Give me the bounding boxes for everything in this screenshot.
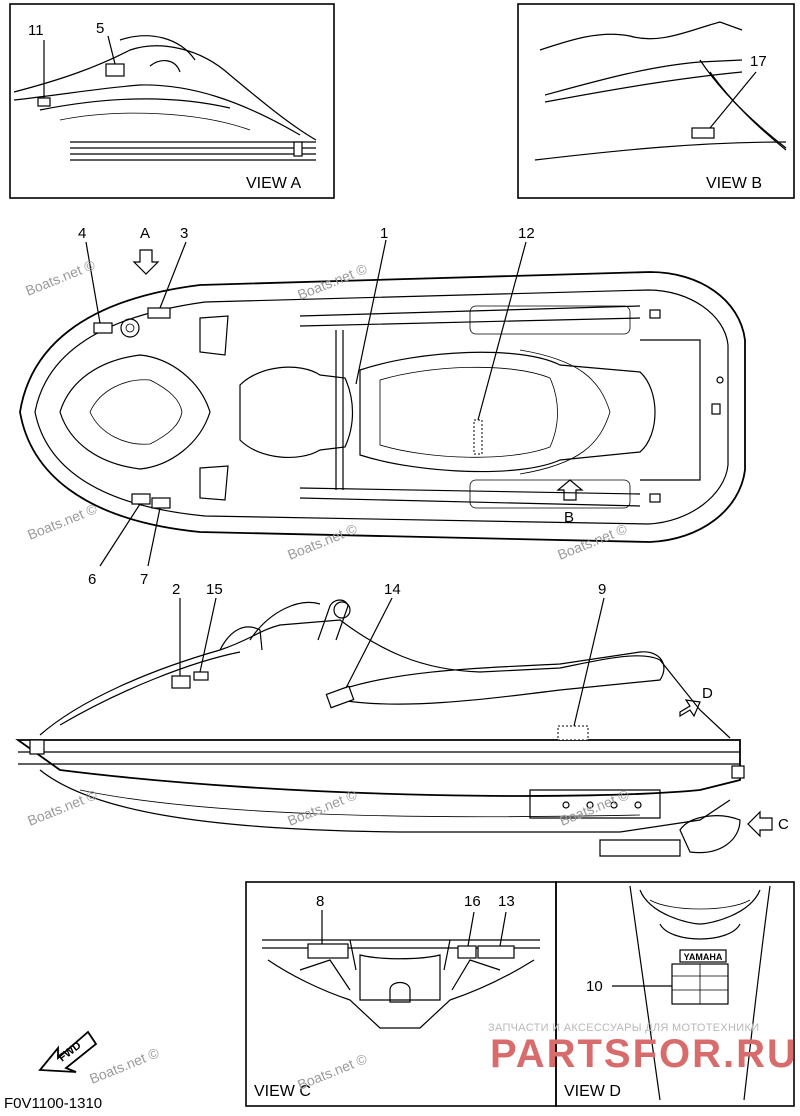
callout-12: 12 <box>518 225 535 242</box>
decal-11 <box>37 97 51 107</box>
callout-9: 9 <box>598 581 606 598</box>
view-c-label: VIEW C <box>254 1083 311 1100</box>
arrow-b-icon <box>556 479 584 501</box>
decal-15 <box>193 671 209 681</box>
callout-8: 8 <box>316 893 324 910</box>
part-code: F0V1100-1310 <box>4 1095 103 1112</box>
fwd-arrow: FWD Boats.net © Boats.net © <box>38 1030 370 1093</box>
arrow-c-icon <box>747 810 773 838</box>
brand-name: PARTSFOR.RU <box>490 1032 798 1076</box>
arrow-b-label: B <box>564 509 574 526</box>
callout-3: 3 <box>180 225 188 242</box>
decal-17 <box>691 127 715 139</box>
watermark: Boats.net © <box>87 1044 162 1087</box>
view-a-frame <box>9 3 335 199</box>
yamaha-text: YAMAHA <box>684 952 723 962</box>
decal-16 <box>457 945 477 959</box>
decal-3 <box>147 307 171 319</box>
watermark: Boats.net © <box>285 786 360 829</box>
watermark: Boats.net © <box>25 500 100 543</box>
decal-9 <box>557 725 589 741</box>
top-view: 4 3 1 12 6 7 A B Boats.net © Boats.net ©… <box>19 225 746 588</box>
yamaha-badge <box>679 949 727 963</box>
callout-5: 5 <box>96 20 104 37</box>
decal-7 <box>151 497 171 509</box>
decal-6 <box>131 493 151 505</box>
arrow-c-label: C <box>778 816 789 833</box>
watermark: Boats.net © <box>285 520 360 563</box>
arrow-d-icon <box>679 699 701 718</box>
watermark: Boats.net © <box>23 256 98 299</box>
decal-14 <box>325 685 355 709</box>
decal-13 <box>477 945 515 959</box>
callout-4: 4 <box>78 225 86 242</box>
callout-17: 17 <box>750 53 767 70</box>
view-a-panel: 11 5 VIEW A <box>9 3 335 199</box>
callout-7: 7 <box>140 571 148 588</box>
decal-8 <box>307 943 349 959</box>
decal-2 <box>171 675 191 689</box>
view-d-label: VIEW D <box>564 1083 621 1100</box>
fwd-label: FWD <box>56 1039 83 1064</box>
fwd-arrow-icon <box>38 1030 98 1073</box>
view-b-panel: 17 VIEW B <box>517 3 795 199</box>
callout-10: 10 <box>586 978 603 995</box>
decal-4 <box>93 322 113 334</box>
arrow-d-label: D <box>702 685 713 702</box>
view-b-label: VIEW B <box>706 175 762 192</box>
view-b-frame <box>517 3 795 199</box>
callout-1: 1 <box>380 225 388 242</box>
watermark: Boats.net © <box>25 786 100 829</box>
side-view: 2 15 14 9 D C Boats.net © Boats.net © Bo… <box>15 581 789 857</box>
watermark: Boats.net © <box>295 1050 370 1093</box>
view-d-frame <box>555 881 795 1107</box>
callout-11: 11 <box>28 22 44 39</box>
callout-15: 15 <box>206 581 223 598</box>
brand-tagline: ЗАПЧАСТИ И АКСЕССУАРЫ ДЛЯ МОТОТЕХНИКИ <box>488 1022 760 1034</box>
decal-12 <box>473 419 483 455</box>
arrow-a-icon <box>132 249 160 275</box>
view-d-panel: YAMAHA 10 VIEW D <box>555 881 795 1107</box>
callout-6: 6 <box>88 571 96 588</box>
callout-2: 2 <box>172 581 180 598</box>
callout-13: 13 <box>498 893 515 910</box>
callout-14: 14 <box>384 581 401 598</box>
callout-16: 16 <box>464 893 481 910</box>
view-a-label: VIEW A <box>246 175 301 192</box>
decal-5 <box>105 63 125 77</box>
arrow-a-label: A <box>140 225 150 242</box>
